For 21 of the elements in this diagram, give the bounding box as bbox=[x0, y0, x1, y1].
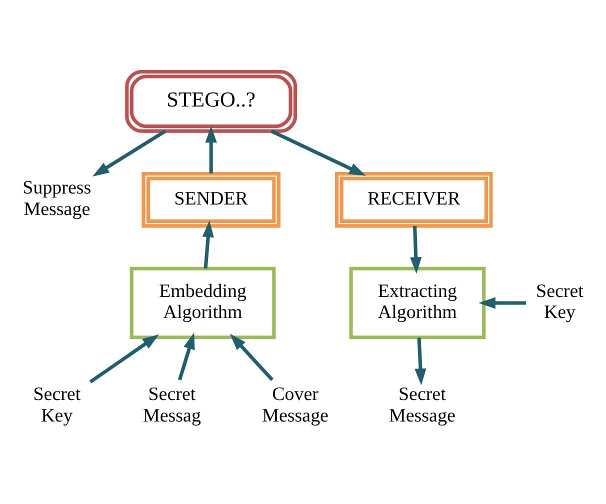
node-text: Suppress Message bbox=[22, 178, 92, 220]
node-box: RECEIVER bbox=[335, 172, 493, 228]
arrow bbox=[92, 130, 166, 176]
arrow bbox=[270, 130, 366, 176]
node-box: SENDER bbox=[142, 172, 280, 228]
arrow bbox=[178, 332, 195, 380]
node-box: STEGO..? bbox=[125, 70, 298, 133]
arrow bbox=[478, 297, 526, 309]
arrow bbox=[410, 226, 422, 274]
node-text: Secret Messag bbox=[142, 384, 201, 426]
arrow bbox=[89, 334, 160, 384]
arrow bbox=[414, 338, 426, 386]
arrow bbox=[202, 220, 214, 269]
node-text: Secret Key bbox=[536, 280, 584, 324]
node-box: Embedding Algorithm bbox=[130, 266, 276, 340]
node-text: Cover Message bbox=[262, 384, 328, 426]
node-box: Extracting Algorithm bbox=[349, 266, 486, 340]
node-text: Secret Key bbox=[33, 384, 81, 426]
node-text: Secret Message bbox=[388, 384, 456, 426]
arrow bbox=[205, 126, 217, 174]
arrow bbox=[230, 334, 274, 382]
